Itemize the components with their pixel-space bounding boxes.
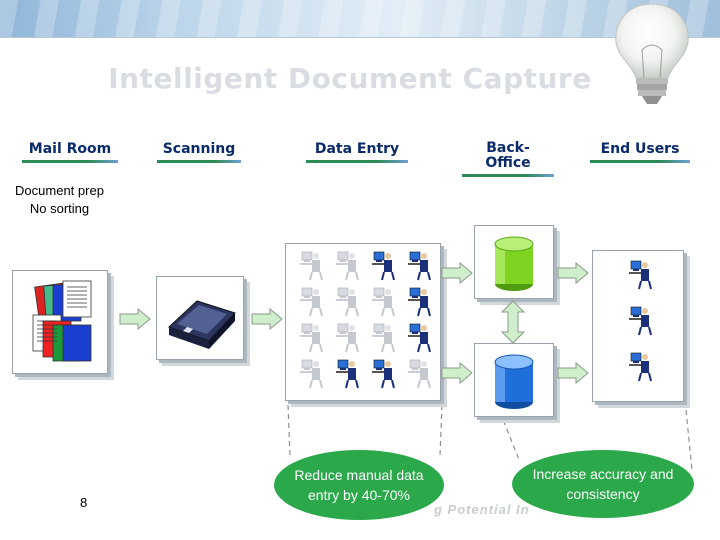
worker-faded-icon — [372, 287, 395, 317]
stage-underline — [157, 160, 241, 163]
scanning-panel — [156, 276, 244, 360]
end-users-icon — [629, 260, 652, 382]
stage-label: Mail Room — [28, 141, 112, 157]
slide-title: Intelligent Document Capture — [108, 62, 592, 95]
document-stack-icon — [32, 280, 92, 362]
worker-faded-icon — [300, 359, 323, 389]
stage-underline — [462, 174, 554, 177]
callout-reduce-manual-entry: Reduce manual data entry by 40-70% — [274, 450, 444, 520]
stage-back-office: Back- Office — [462, 126, 554, 192]
stage-label: Data Entry — [314, 141, 400, 157]
lightbulb-icon — [615, 3, 689, 104]
flow-arrow-right — [251, 308, 283, 330]
doc-prep-note: Document prep No sorting — [12, 182, 107, 218]
worker-at-computer-icon — [372, 251, 395, 281]
worker-at-computer-icon — [408, 251, 431, 281]
stage-end-users: End Users — [590, 142, 690, 163]
doc-prep-line1: Document prep — [15, 183, 104, 198]
worker-faded-icon — [300, 251, 323, 281]
worker-faded-icon — [300, 287, 323, 317]
sky-banner — [0, 0, 720, 38]
worker-faded-icon — [336, 287, 359, 317]
flow-arrow-right — [557, 362, 589, 384]
scanner-icon — [168, 300, 236, 349]
data-entry-panel — [285, 243, 441, 401]
flow-arrow-right — [557, 262, 589, 284]
watermark-text: g Potential In — [434, 502, 530, 517]
stage-label: Scanning — [162, 141, 236, 157]
flow-arrow-right — [441, 262, 473, 284]
worker-at-computer-icon — [336, 359, 359, 389]
stage-underline — [306, 160, 408, 163]
callout-increase-accuracy: Increase accuracy and consistency — [512, 450, 694, 518]
data-entry-workers-icon — [300, 251, 431, 389]
stage-underline — [590, 160, 690, 163]
worker-faded-icon — [336, 251, 359, 281]
stage-label: End Users — [600, 141, 680, 157]
worker-faded-icon — [300, 323, 323, 353]
worker-at-computer-icon — [408, 323, 431, 353]
worker-at-computer-icon — [372, 359, 395, 389]
flow-arrow-vertical — [500, 300, 526, 344]
flow-arrow-right — [119, 308, 151, 330]
worker-faded-icon — [336, 323, 359, 353]
page-number: 8 — [80, 495, 88, 510]
worker-faded-icon — [408, 359, 431, 389]
stage-underline — [22, 160, 118, 163]
back-office-db-panel-bottom — [474, 343, 554, 417]
worker-faded-icon — [372, 323, 395, 353]
stage-label: Back- Office — [485, 140, 531, 171]
doc-prep-line2: No sorting — [29, 201, 90, 216]
connector-line — [287, 404, 291, 456]
connector-line — [499, 411, 521, 463]
stage-data-entry: Data Entry — [306, 142, 408, 163]
back-office-db-panel-top — [474, 225, 554, 299]
connector-line — [685, 409, 693, 471]
mail-room-panel — [12, 270, 108, 374]
flow-arrow-right — [441, 362, 473, 384]
connector-line — [439, 404, 443, 456]
database-green-icon — [494, 236, 534, 291]
worker-at-computer-icon — [629, 306, 652, 336]
end-users-panel — [592, 250, 684, 402]
worker-at-computer-icon — [408, 287, 431, 317]
stage-scanning: Scanning — [157, 142, 241, 163]
worker-at-computer-icon — [629, 260, 652, 290]
stage-mail-room: Mail Room — [22, 142, 118, 163]
worker-at-computer-icon — [629, 352, 652, 382]
database-blue-icon — [494, 354, 534, 409]
